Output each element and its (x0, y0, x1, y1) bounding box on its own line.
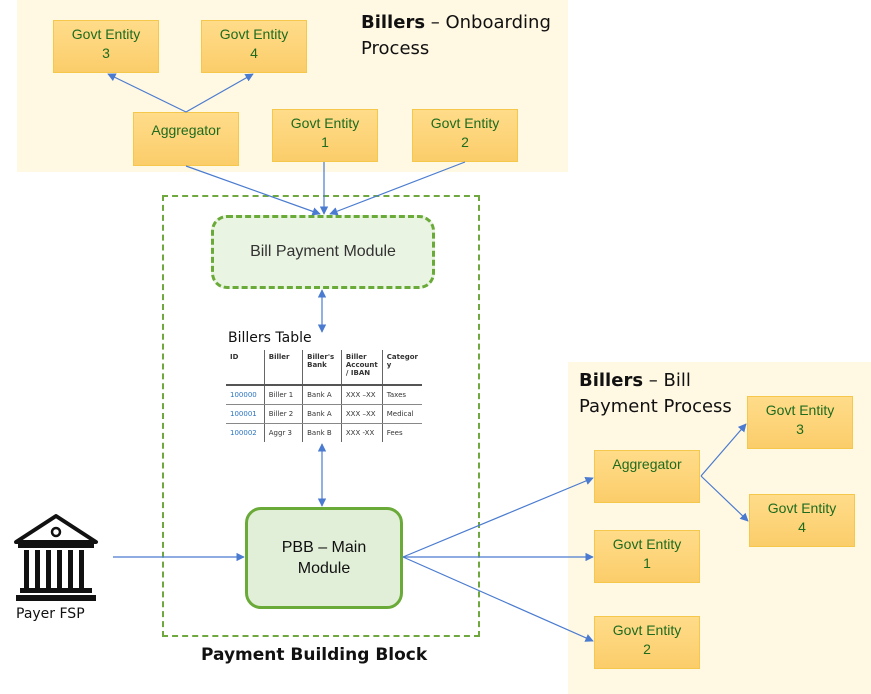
onboarding-govt-entity-4[interactable]: Govt Entity 4 (201, 20, 307, 73)
billers-table-title: Billers Table (228, 330, 312, 346)
cell-biller: Aggr 3 (263, 423, 303, 442)
cell-bank: Bank B (302, 423, 342, 442)
cell-id: 100000 (226, 385, 265, 405)
onboarding-govt-entity-1[interactable]: Govt Entity 1 (272, 109, 378, 162)
entity-number: 1 (643, 555, 651, 571)
cell-id: 100002 (230, 429, 257, 437)
entity-label: Govt Entity (290, 115, 360, 131)
main-module-line1: PBB – Main (281, 539, 367, 556)
entity-label: Govt Entity (612, 622, 682, 638)
entity-number: 4 (250, 45, 258, 61)
payer-fsp-label: Payer FSP (16, 606, 85, 622)
cell-account: XXX -XX (340, 423, 383, 442)
table-row: 100000 Biller 1 Bank A XXX –XX Taxes (226, 385, 422, 405)
column-header-biller: Biller (263, 350, 303, 386)
table-row: 100001 Biller 2 Bank A XXX –XX Medical (226, 404, 422, 424)
entity-label: Govt Entity (767, 500, 837, 516)
column-header-id: ID (226, 350, 265, 386)
payment-govt-entity-2[interactable]: Govt Entity 2 (594, 616, 700, 669)
main-module-line2: Module (297, 560, 351, 577)
onboarding-title-bold: Billers (361, 12, 426, 33)
bank-building-icon (14, 514, 98, 601)
column-header-bank: Biller's Bank (302, 350, 342, 386)
onboarding-aggregator[interactable]: Aggregator (133, 112, 239, 166)
column-header-category: Categor y (381, 350, 422, 386)
payment-govt-entity-4[interactable]: Govt Entity 4 (749, 494, 855, 547)
payment-building-block-boundary (162, 195, 480, 637)
bill-payment-title-line2: Payment Process (579, 396, 732, 417)
entity-label: Aggregator (151, 122, 221, 138)
cell-account: XXX –XX (340, 404, 383, 424)
bill-payment-title: Billers – Bill Payment Process (579, 368, 732, 420)
billers-table-header: ID Biller Biller's Bank Biller Account /… (226, 350, 422, 386)
billers-table: ID Biller Biller's Bank Biller Account /… (226, 350, 422, 442)
payment-govt-entity-3[interactable]: Govt Entity 3 (747, 396, 853, 449)
onboarding-title: Billers – Onboarding Process (361, 10, 551, 62)
pbb-main-module[interactable]: PBB – Main Module (245, 507, 403, 609)
bill-payment-title-rest: – Bill (643, 370, 691, 391)
entity-label: Govt Entity (612, 536, 682, 552)
payment-aggregator[interactable]: Aggregator (594, 450, 700, 503)
entity-label: Govt Entity (430, 115, 500, 131)
entity-number: 2 (643, 641, 651, 657)
onboarding-govt-entity-2[interactable]: Govt Entity 2 (412, 109, 518, 162)
entity-number: 3 (796, 421, 804, 437)
entity-label: Govt Entity (71, 26, 141, 42)
cell-biller: Biller 2 (263, 404, 303, 424)
cell-bank: Bank A (302, 404, 342, 424)
payment-govt-entity-1[interactable]: Govt Entity 1 (594, 530, 700, 583)
cell-category: Medical (381, 404, 422, 424)
entity-number: 1 (321, 134, 329, 150)
onboarding-govt-entity-3[interactable]: Govt Entity 3 (53, 20, 159, 73)
cell-category: Fees (381, 423, 422, 442)
cell-category: Taxes (381, 385, 422, 405)
onboarding-title-rest: – Onboarding (425, 12, 551, 33)
payment-building-block-label: Payment Building Block (201, 645, 428, 665)
cell-biller: Biller 1 (263, 385, 303, 405)
cell-id: 100001 (226, 404, 265, 424)
bill-payment-module-label: Bill Payment Module (250, 243, 396, 260)
entity-number: 3 (102, 45, 110, 61)
onboarding-title-line2: Process (361, 38, 430, 59)
table-row: 100002 Aggr 3 Bank B XXX -XX Fees (226, 423, 422, 442)
entity-label: Aggregator (612, 456, 682, 472)
cell-bank: Bank A (302, 385, 342, 405)
column-header-account: Biller Account / IBAN (340, 350, 383, 386)
cell-account: XXX –XX (340, 385, 383, 405)
entity-label: Govt Entity (765, 402, 835, 418)
entity-number: 4 (798, 519, 806, 535)
bill-payment-module[interactable]: Bill Payment Module (211, 215, 435, 289)
entity-number: 2 (461, 134, 469, 150)
bill-payment-title-bold: Billers (579, 370, 644, 391)
entity-label: Govt Entity (219, 26, 289, 42)
